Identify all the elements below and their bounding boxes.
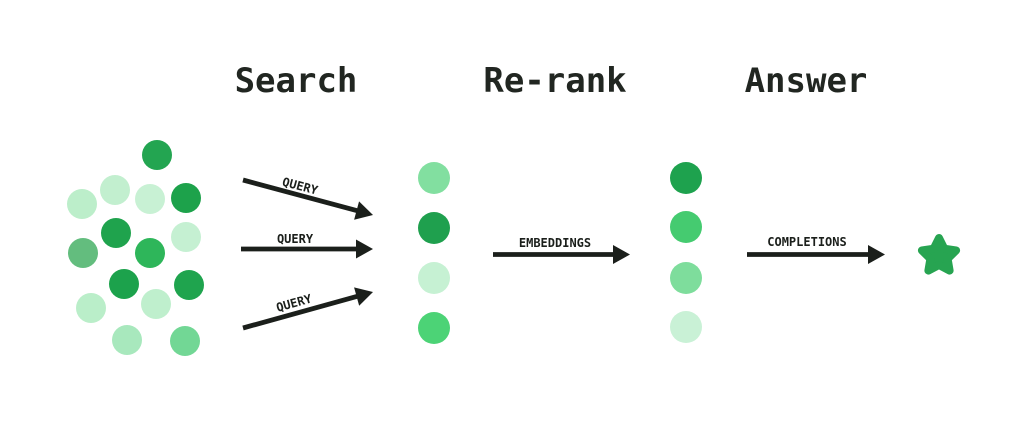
- dot: [141, 289, 171, 319]
- reranked-column: [670, 162, 702, 343]
- dot: [68, 238, 98, 268]
- dot: [109, 269, 139, 299]
- dots-layer: [67, 140, 702, 356]
- dot: [135, 238, 165, 268]
- completions-arrow-label: COMPLETIONS: [767, 235, 846, 249]
- dot: [135, 184, 165, 214]
- star-layer: [917, 234, 961, 275]
- dot: [418, 312, 450, 344]
- dot: [67, 189, 97, 219]
- answer-star-icon: [917, 234, 961, 275]
- dot: [112, 325, 142, 355]
- document-cluster: [67, 140, 204, 356]
- stage-title-search: Search: [235, 61, 358, 101]
- arrow-head: [354, 287, 373, 306]
- dot: [670, 311, 702, 343]
- dot: [100, 175, 130, 205]
- arrows-layer: QUERY QUERY QUERY EMBEDDINGS COMPLETIONS: [241, 175, 885, 331]
- arrow-shaft: [242, 177, 361, 214]
- dot: [171, 183, 201, 213]
- dot: [670, 162, 702, 194]
- dot: [76, 293, 106, 323]
- query-arrow-bottom: QUERY: [242, 287, 373, 331]
- dot: [670, 211, 702, 243]
- query-arrow-middle-label: QUERY: [277, 232, 314, 246]
- dot: [101, 218, 131, 248]
- query-arrow-top: QUERY: [242, 175, 373, 220]
- dot: [170, 326, 200, 356]
- dot: [418, 162, 450, 194]
- dot: [418, 262, 450, 294]
- query-arrow-middle: QUERY: [241, 232, 373, 259]
- arrow-shaft: [242, 293, 361, 331]
- arrow-head: [356, 239, 373, 259]
- arrow-head: [868, 245, 885, 264]
- embeddings-arrow: EMBEDDINGS: [493, 236, 630, 264]
- arrow-head: [613, 245, 630, 264]
- stage-title-rerank: Re-rank: [483, 61, 626, 101]
- dot: [142, 140, 172, 170]
- dot: [670, 262, 702, 294]
- embeddings-arrow-label: EMBEDDINGS: [519, 236, 591, 250]
- dot: [418, 212, 450, 244]
- stage-title-answer: Answer: [745, 61, 868, 101]
- dot: [174, 270, 204, 300]
- search-results-column: [418, 162, 450, 344]
- arrow-head: [354, 201, 373, 220]
- completions-arrow: COMPLETIONS: [747, 235, 885, 264]
- dot: [171, 222, 201, 252]
